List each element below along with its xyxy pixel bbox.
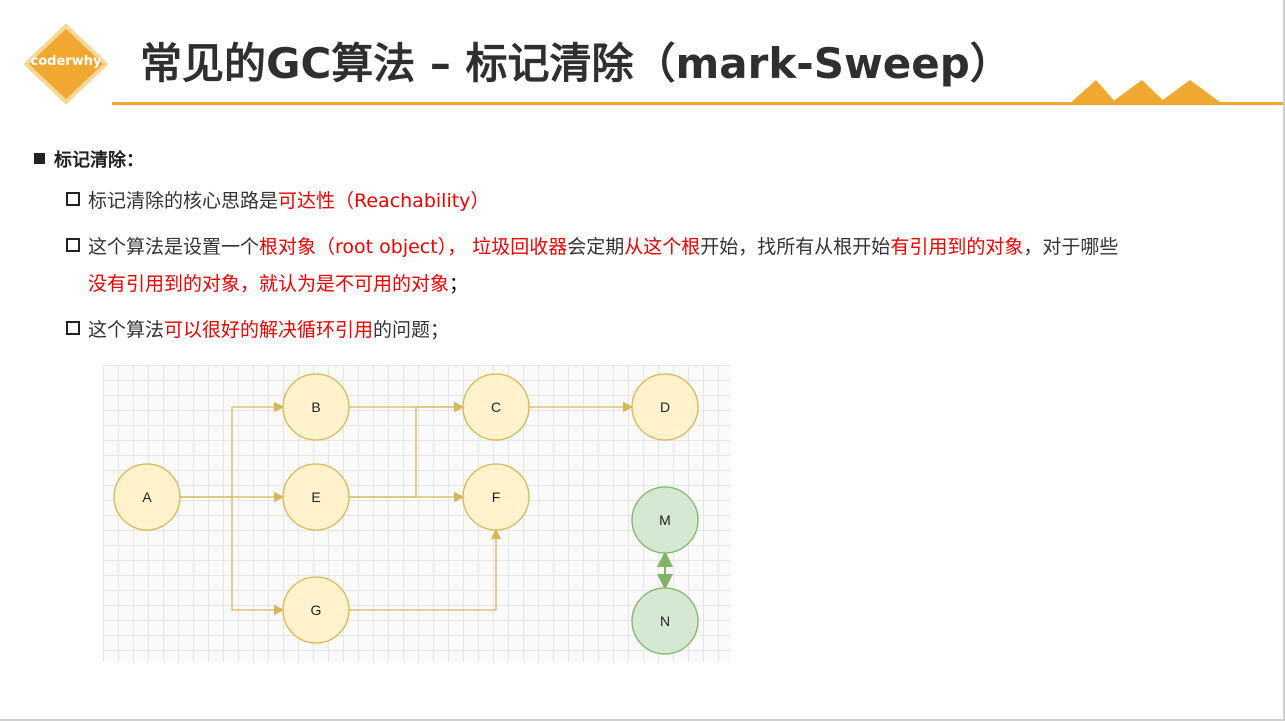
node-d: D: [631, 373, 699, 441]
bullet-2-cont-part-1: 没有引用到的对象，就认为是不可用的对象: [88, 273, 450, 295]
bullet-2-part-9: ，对于哪些: [1023, 236, 1119, 258]
node-a: A: [113, 463, 181, 531]
node-e: E: [282, 463, 350, 531]
coderwhy-logo: coderwhy: [24, 24, 108, 104]
bullet-item-1: 标记清除的核心思路是可达性（Reachability）: [66, 187, 489, 215]
bullet-item-2: 这个算法是设置一个根对象（root object）， 垃圾回收器会定期从这个根开…: [66, 233, 1118, 261]
bullet-1-part-2: 可达性（Reachability）: [278, 190, 490, 212]
bullet-2-part-7: 开始，找所有从根开始: [700, 236, 891, 258]
edge-e-to-c: [349, 401, 465, 498]
bullet-3-part-1: 这个算法: [88, 319, 165, 341]
bullet-2-part-5: 会定期: [567, 236, 625, 258]
filled-square-bullet-icon: [34, 153, 45, 164]
section-heading: 标记清除：: [34, 146, 144, 172]
node-label-b: B: [311, 399, 320, 415]
node-label-d: D: [660, 399, 670, 415]
node-label-g: G: [311, 602, 322, 618]
section-heading-text: 标记清除：: [54, 150, 144, 171]
edge-a-to-g: [231, 497, 285, 616]
bullet-1-part-1: 标记清除的核心思路是: [88, 190, 279, 212]
node-f: F: [462, 463, 530, 531]
logo-text: coderwhy: [30, 54, 102, 69]
bullet-item-3: 这个算法可以很好的解决循环引用的问题；: [66, 316, 449, 344]
diagram-svg: A B C D E F G M N: [113, 373, 699, 655]
node-c: C: [462, 373, 530, 441]
edge-g-to-f: [349, 528, 502, 611]
bullet-2-part-6: 从这个根: [624, 236, 701, 258]
node-n: N: [631, 587, 699, 655]
open-square-bullet-icon: [66, 321, 80, 335]
bullet-2-cont-part-2: ；: [449, 273, 469, 295]
node-label-a: A: [142, 489, 152, 505]
node-b: B: [282, 373, 350, 441]
bullet-3-part-2: 可以很好的解决循环引用: [164, 319, 374, 341]
open-square-bullet-icon: [66, 192, 80, 206]
node-g: G: [282, 576, 350, 644]
bullet-2-part-8: 有引用到的对象: [890, 236, 1024, 258]
page-title: 常见的GC算法 – 标记清除（mark-Sweep）: [140, 39, 1012, 88]
node-label-f: F: [492, 489, 501, 505]
node-label-c: C: [491, 399, 501, 415]
bullet-2-part-4: 垃圾回收器: [472, 236, 568, 258]
node-label-e: E: [311, 489, 320, 505]
title-underline: [112, 102, 1283, 105]
edge-a-to-b: [180, 401, 285, 498]
bullet-item-2-continuation: 没有引用到的对象，就认为是不可用的对象；: [88, 270, 468, 298]
open-square-bullet-icon: [66, 238, 80, 252]
node-m: M: [631, 486, 699, 554]
node-label-m: M: [659, 512, 671, 528]
reachability-diagram: A B C D E F G M N: [103, 365, 731, 662]
bullet-3-part-3: 的问题；: [373, 319, 450, 341]
bullet-2-part-1: 这个算法是设置一个: [88, 236, 260, 258]
decorative-mountains: [1068, 80, 1224, 105]
bullet-2-part-2: 根对象（root object），: [259, 236, 467, 258]
node-label-n: N: [660, 613, 670, 629]
